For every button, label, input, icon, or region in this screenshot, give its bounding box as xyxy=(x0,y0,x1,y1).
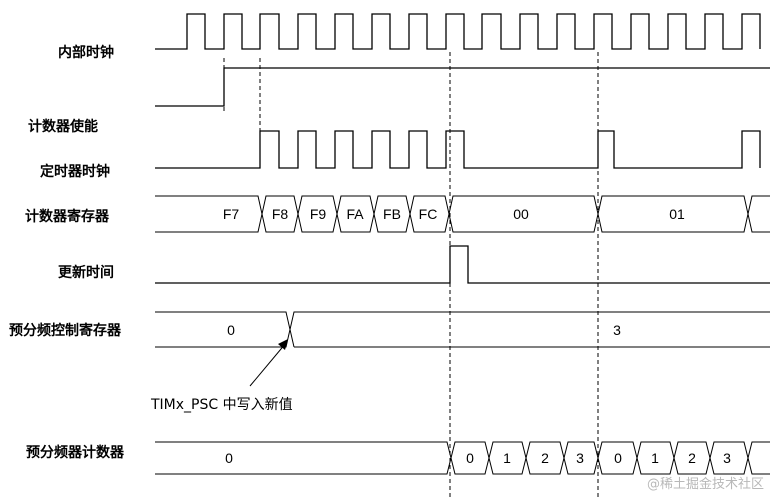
prescaler-counter-cycle1-0: 0 xyxy=(466,450,474,466)
label-prescaler-control-register: 预分频控制寄存器 xyxy=(9,322,122,339)
annotation-text: TIMx_PSC 中写入新值 xyxy=(150,397,293,413)
bus-counter-register-lines xyxy=(155,195,770,233)
counter-value-fa: FA xyxy=(346,206,364,222)
bus-prescaler-counter-lines xyxy=(155,441,770,475)
label-counter-register: 计数器寄存器 xyxy=(25,208,110,225)
prescaler-counter-cycle2-0: 0 xyxy=(614,450,622,466)
bus-prescaler-counter: 0 0 1 2 3 0 1 2 3 xyxy=(155,441,770,475)
prescaler-counter-cycle2-1: 1 xyxy=(651,450,659,466)
wave-update-event xyxy=(155,245,770,284)
label-prescaler-counter: 预分频器计数器 xyxy=(26,444,125,461)
annotation-arrow-line xyxy=(249,342,287,387)
prescaler-counter-cycle1-2: 2 xyxy=(541,450,549,466)
prescaler-counter-cycle2-2: 2 xyxy=(688,450,696,466)
bus-prescaler-control-lines xyxy=(155,311,770,348)
prescaler-counter-value-0: 0 xyxy=(225,450,233,466)
counter-value-00: 00 xyxy=(513,206,529,222)
bus-counter-register: F7 F8 F9 FA FB FC 00 01 xyxy=(155,195,770,233)
counter-value-f8: F8 xyxy=(272,206,289,222)
label-update-event: 更新时间 xyxy=(58,264,114,281)
watermark: @稀土掘金技术社区 xyxy=(647,476,764,492)
annotation-arrowhead xyxy=(278,339,288,350)
label-counter-enable: 计数器使能 xyxy=(28,118,98,135)
bus-prescaler-control-register: 0 3 xyxy=(155,311,770,348)
counter-value-fb: FB xyxy=(383,206,401,222)
prescaler-counter-cycle1-3: 3 xyxy=(576,450,584,466)
label-timer-clock: 定时器时钟 xyxy=(40,163,110,180)
prescaler-control-value-3: 3 xyxy=(613,322,621,338)
prescaler-counter-cycle2-3: 3 xyxy=(723,450,731,466)
wave-timer-clock xyxy=(155,130,761,169)
counter-value-fc: FC xyxy=(419,206,438,222)
counter-value-01: 01 xyxy=(669,206,685,222)
reference-lines xyxy=(223,52,599,497)
label-internal-clock: 内部时钟 xyxy=(58,44,114,61)
psc-write-annotation: TIMx_PSC 中写入新值 xyxy=(150,339,293,413)
wave-counter-enable xyxy=(155,67,770,107)
counter-value-f7: F7 xyxy=(223,206,240,222)
prescaler-counter-cycle1-1: 1 xyxy=(503,450,511,466)
counter-value-f9: F9 xyxy=(310,206,327,222)
prescaler-control-value-0: 0 xyxy=(227,322,235,338)
wave-internal-clock xyxy=(155,13,761,50)
